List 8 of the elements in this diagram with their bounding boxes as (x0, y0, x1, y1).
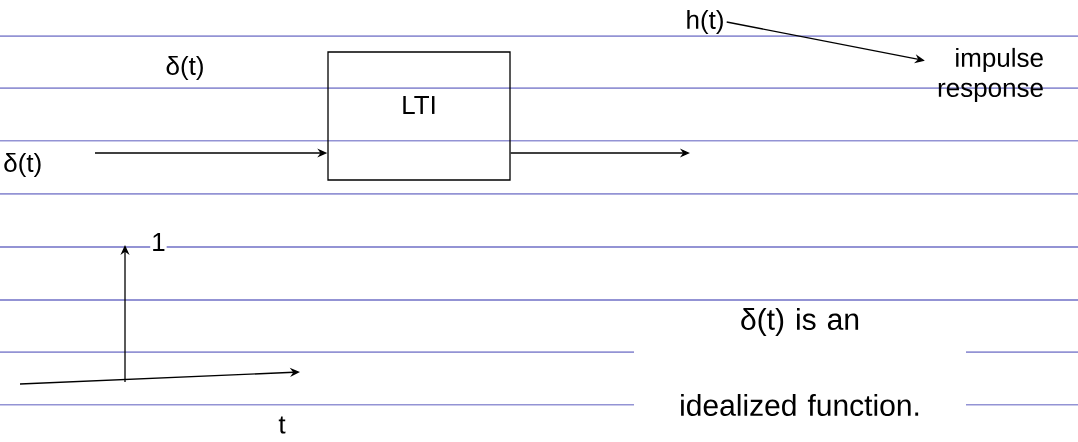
axis-label: t (277, 415, 287, 435)
tick-label: 1 (150, 232, 167, 252)
edge-label: δ(t) (164, 54, 206, 82)
annotation-text: impulse response (938, 47, 1043, 103)
note-text: δ(t) is an idealized function. (634, 307, 966, 417)
axis-label: δ(t) (2, 151, 44, 179)
process-box: LTI (327, 51, 511, 181)
output-text: h(t) (687, 9, 723, 35)
